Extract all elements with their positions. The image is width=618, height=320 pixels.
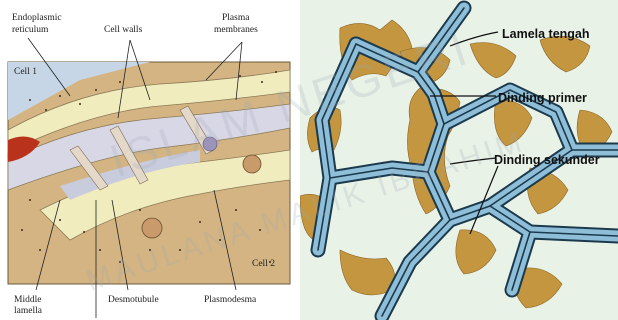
label-plasma-1: Plasma <box>222 13 250 23</box>
cell-wall-diagram: Lamela tengah Dinding primer Dinding sek… <box>300 0 618 320</box>
cell-illustration <box>8 62 290 284</box>
label-plasmodesma: Plasmodesma <box>204 295 257 305</box>
label-endoplasmic-1: Endoplasmic <box>12 13 62 23</box>
label-endoplasmic-2: reticulum <box>12 25 49 35</box>
organelle-circle-2 <box>142 218 162 238</box>
plasmodesma-figure: Endoplasmic reticulum Cell walls Plasma … <box>0 0 300 320</box>
organelle-circle-1 <box>243 155 261 173</box>
label-plasma-2: membranes <box>214 25 258 35</box>
plasmodesma-diagram: Endoplasmic reticulum Cell walls Plasma … <box>0 0 300 320</box>
label-desmotubule: Desmotubule <box>108 295 159 305</box>
label-cell1: Cell 1 <box>14 67 37 77</box>
label-cell2: Cell 2 <box>252 259 275 269</box>
label-middle-lamella-2: lamella <box>14 306 43 316</box>
organelle-circle-3 <box>203 137 217 151</box>
label-dinding-primer: Dinding primer <box>498 91 587 105</box>
label-lamela-tengah: Lamela tengah <box>502 27 590 41</box>
label-cell-walls: Cell walls <box>104 25 143 35</box>
cell-wall-figure: Lamela tengah Dinding primer Dinding sek… <box>300 0 618 320</box>
label-middle-lamella-1: Middle <box>14 295 41 305</box>
label-dinding-sekunder: Dinding sekunder <box>494 153 600 167</box>
